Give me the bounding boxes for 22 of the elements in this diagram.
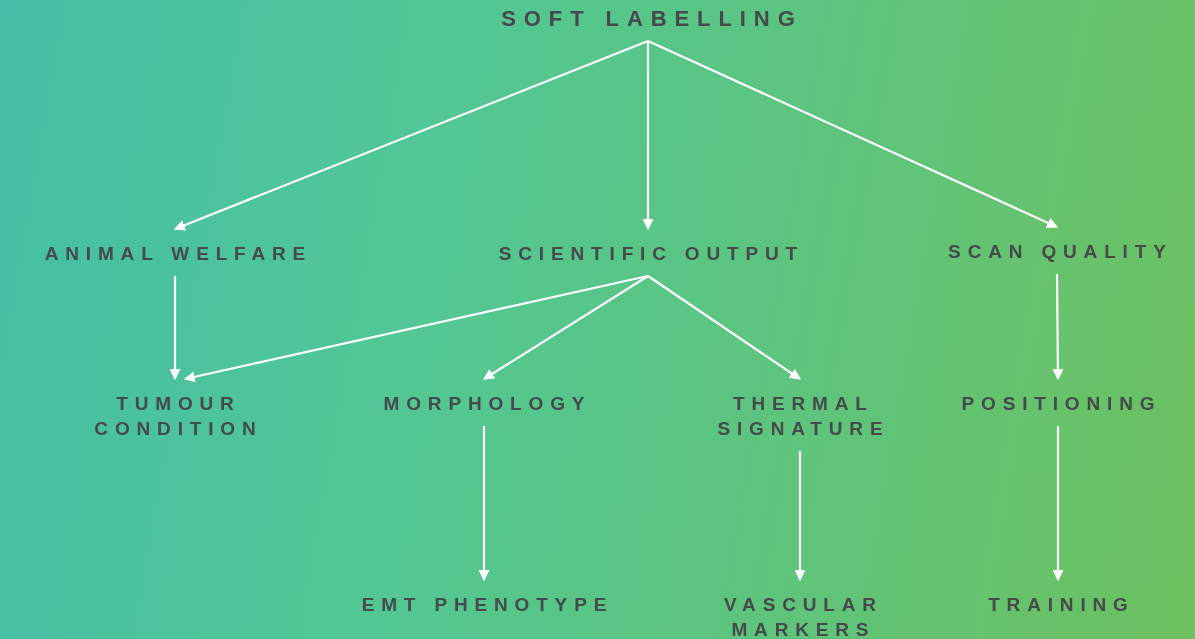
node-label: THERMAL SIGNATURE xyxy=(716,392,891,441)
arrow xyxy=(647,40,1058,228)
node-label: TRAINING xyxy=(988,593,1135,617)
arrow xyxy=(642,41,654,231)
node-label: SCAN QUALITY xyxy=(948,240,1173,264)
arrow xyxy=(478,426,490,582)
node-label: POSITIONING xyxy=(961,392,1162,416)
arrow xyxy=(1052,274,1064,381)
arrow xyxy=(183,274,649,383)
node-label: SOFT LABELLING xyxy=(501,6,803,31)
node-label: TUMOUR CONDITION xyxy=(93,392,264,441)
node-label: EMT PHENOTYPE xyxy=(361,593,614,617)
node-label: VASCULAR MARKERS xyxy=(722,593,884,639)
arrow xyxy=(794,451,806,582)
node-label: MORPHOLOGY xyxy=(383,392,592,416)
arrow xyxy=(169,276,181,381)
node-label: ANIMAL WELFARE xyxy=(44,242,313,266)
arrow xyxy=(647,275,801,380)
node-label: SCIENTIFIC OUTPUT xyxy=(498,242,805,266)
arrow xyxy=(174,39,649,231)
arrow xyxy=(483,275,649,380)
arrow xyxy=(1052,426,1064,582)
